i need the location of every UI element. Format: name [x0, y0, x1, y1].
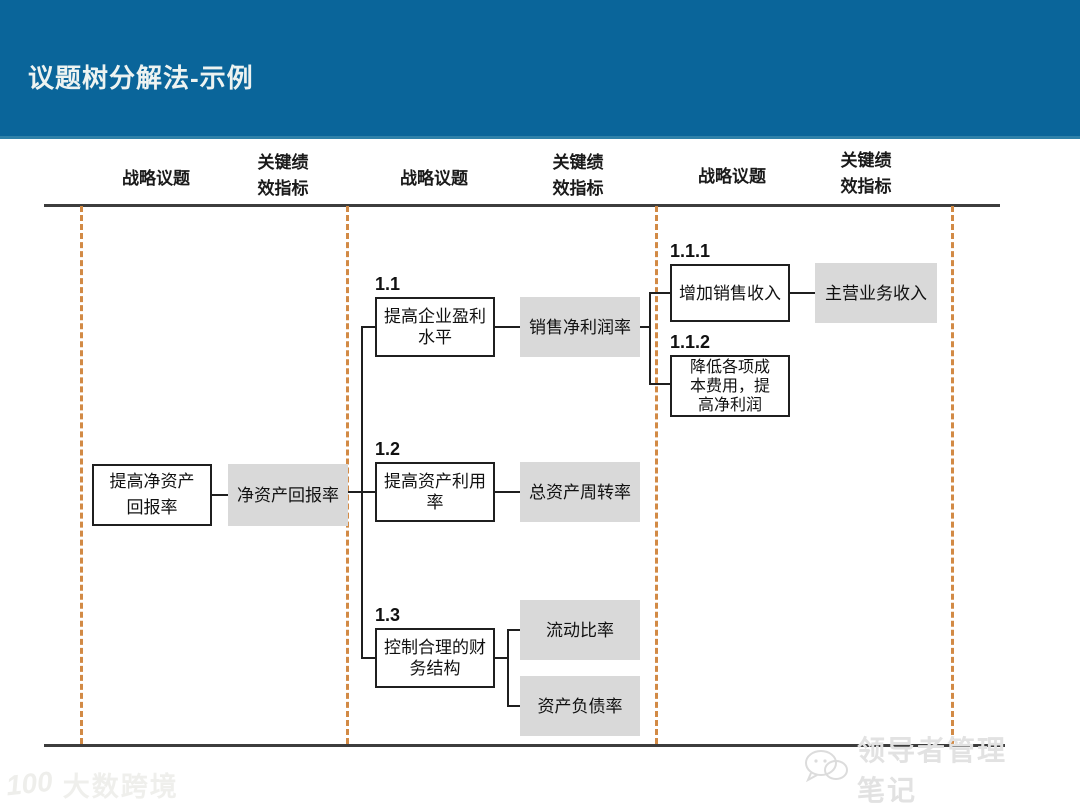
- branch-to-debt-ratio: [509, 705, 520, 707]
- bottom-rule: [44, 744, 1005, 747]
- column-divider-1: [80, 206, 83, 744]
- connector-1-2-to-kpi: [495, 491, 520, 493]
- connector-root-to-kpi: [212, 494, 228, 496]
- node-1-3-kpi-bottom-box: 资产负债率: [520, 676, 640, 736]
- connector-kpi-to-trunk2: [640, 326, 651, 328]
- connector-1-1-to-kpi: [495, 326, 520, 328]
- root-kpi-box: 净资产回报率: [228, 464, 348, 526]
- node-1-1-kpi-box: 销售净利润率: [520, 297, 640, 357]
- branch-to-1-1: [363, 326, 375, 328]
- branch-to-1-1-2: [651, 383, 670, 385]
- header-band: [0, 0, 1080, 139]
- connector-rootkpi-to-trunk: [348, 491, 363, 493]
- node-1-1-2-number: 1.1.2: [670, 332, 711, 352]
- column-divider-3: [655, 206, 658, 744]
- column-divider-4: [951, 206, 954, 744]
- node-1-3-number: 1.3: [375, 605, 401, 625]
- watermark-bottom-left: 100 大数跨境: [4, 762, 226, 806]
- node-1-2-kpi-box: 总资产周转率: [520, 462, 640, 522]
- branch-to-1-1-1: [651, 292, 670, 294]
- connector-1-1-1-to-kpi: [790, 292, 815, 294]
- node-1-1-1-kpi-box: 主营业务收入: [815, 263, 937, 323]
- node-1-2-number: 1.2: [375, 439, 401, 459]
- node-1-1-number: 1.1: [375, 274, 401, 294]
- branch-to-1-3: [363, 657, 375, 659]
- branch-to-1-2: [363, 491, 375, 493]
- node-1-3-kpi-top-box: 流动比率: [520, 600, 640, 660]
- branch-to-current-ratio: [509, 629, 520, 631]
- top-rule: [44, 204, 1000, 207]
- page-title: 议题树分解法-示例: [28, 63, 254, 93]
- col1-kpi-header: 关键绩 效指标: [257, 153, 309, 198]
- connector-1-3-split-vertical: [507, 629, 509, 707]
- watermark-right-text: 领导者管理笔记: [857, 736, 1008, 807]
- col1-issue-header: 战略议题: [122, 169, 190, 188]
- node-1-2-issue-box: 提高资产利用 率: [375, 462, 495, 522]
- watermark-bottom-right: 领导者管理笔记: [803, 736, 1015, 807]
- root-issue-box: 提高净资产 回报率: [92, 464, 212, 526]
- wechat-icon: [803, 748, 849, 791]
- col3-issue-header: 战略议题: [698, 167, 766, 186]
- node-1-1-1-number: 1.1.1: [670, 241, 711, 261]
- watermark-left-text: 大数跨境: [62, 771, 179, 802]
- col2-kpi-header: 关键绩 效指标: [552, 153, 604, 198]
- connector-1-3-split-stem: [495, 657, 508, 659]
- trunk-level1: [361, 326, 363, 659]
- dashu-100-logo-icon: 100: [4, 765, 55, 802]
- col2-issue-header: 战略议题: [400, 169, 468, 188]
- node-1-1-issue-box: 提高企业盈利 水平: [375, 297, 495, 357]
- col3-kpi-header: 关键绩 效指标: [840, 151, 892, 196]
- trunk-level2: [649, 292, 651, 385]
- node-1-3-issue-box: 控制合理的财 务结构: [375, 628, 495, 688]
- node-1-1-2-issue-box: 降低各项成 本费用，提 高净利润: [670, 355, 790, 417]
- node-1-1-1-issue-box: 增加销售收入: [670, 264, 790, 322]
